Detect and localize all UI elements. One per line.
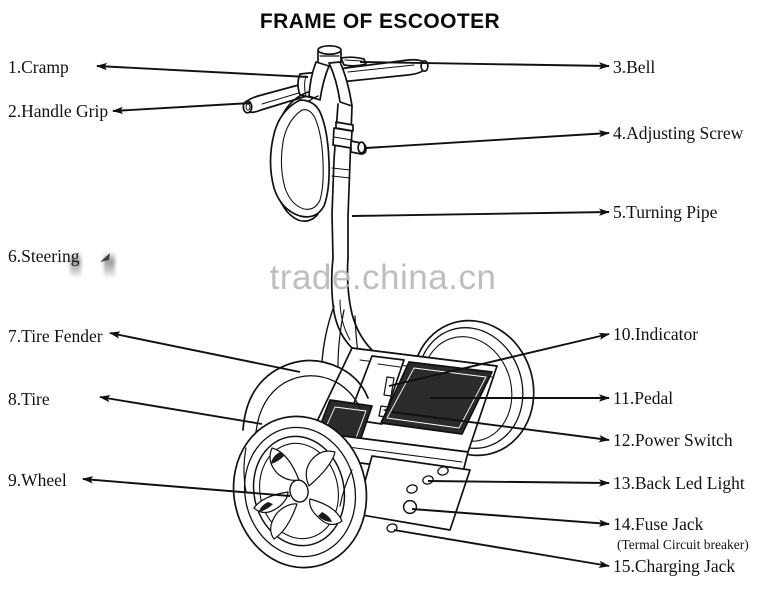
page-title: FRAME OF ESCOOTER (259, 10, 501, 33)
callout-charging-jack: 15.Charging Jack (613, 556, 736, 576)
callout-bell: 3.Bell (613, 57, 656, 77)
steering-leader-smudge-a (70, 252, 81, 278)
callout-wheel: 9.Wheel (8, 470, 67, 490)
callout-tire-fender: 7.Tire Fender (8, 326, 103, 346)
callout-steering: 6.Steering (8, 246, 80, 266)
callout-indicator: 10.Indicator (613, 324, 699, 344)
callout-tire: 8.Tire (8, 389, 50, 409)
callout-fuse-jack-note: (Termal Circuit breaker) (617, 537, 749, 552)
callout-pedal: 11.Pedal (613, 388, 674, 408)
callout-handle-grip: 2.Handle Grip (8, 101, 109, 121)
steering-leader-smudge-b (104, 252, 115, 278)
callout-adjusting-screw: 4.Adjusting Screw (613, 123, 744, 143)
callout-cramp: 1.Cramp (8, 57, 69, 77)
callout-fuse-jack: 14.Fuse Jack (613, 514, 704, 534)
callout-power-switch: 12.Power Switch (613, 430, 733, 450)
steering-arrowhead-faded (100, 253, 110, 262)
callout-turning-pipe: 5.Turning Pipe (613, 202, 718, 222)
callout-back-led-light: 13.Back Led Light (613, 473, 745, 493)
